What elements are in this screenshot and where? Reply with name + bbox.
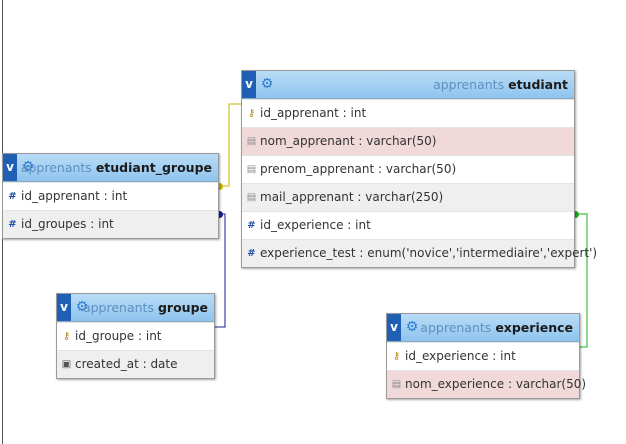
column-label: prenom_apprenant : varchar(50) (260, 162, 457, 176)
hash-icon: # (8, 219, 17, 230)
database-name: apprenants (420, 320, 492, 335)
column-label: nom_experience : varchar(50) (405, 377, 587, 391)
toggle-columns-button[interactable]: v (387, 314, 401, 341)
database-name: apprenants (20, 160, 92, 175)
column-label: nom_apprenant : varchar(50) (260, 134, 437, 148)
link-anchor-dot (572, 211, 579, 218)
toggle-columns-button[interactable]: v (3, 154, 17, 181)
column-label: mail_apprenant : varchar(250) (260, 190, 444, 204)
column-row[interactable]: # id_apprenant : int (3, 182, 218, 210)
table-name: groupe (157, 300, 208, 315)
column-row[interactable]: ▤ nom_experience : varchar(50) (387, 370, 586, 398)
index-icon: ▤ (391, 379, 402, 390)
column-row[interactable]: # experience_test : enum('novice','inter… (242, 239, 597, 267)
gear-icon[interactable]: ⚙ (405, 319, 419, 335)
column-row[interactable]: ▤ mail_apprenant : varchar(250) (242, 183, 574, 211)
table-name: etudiant (508, 77, 568, 92)
gear-icon[interactable]: ⚙ (75, 299, 89, 315)
hash-icon: # (247, 248, 256, 259)
column-row[interactable]: ▤ nom_apprenant : varchar(50) (242, 127, 574, 155)
link-etudiant-groupe-etudiant (218, 103, 241, 187)
link-anchor-dot (216, 211, 223, 218)
index-icon: ▤ (246, 192, 257, 203)
column-row[interactable]: ⚷ id_experience : int (387, 342, 579, 370)
column-label: id_experience : int (260, 218, 371, 232)
column-label: created_at : date (75, 357, 178, 371)
column-label: id_experience : int (405, 349, 516, 363)
primary-key-icon: ⚷ (247, 108, 256, 119)
calendar-icon: ▣ (61, 359, 72, 370)
column-label: id_apprenant : int (260, 106, 367, 120)
column-row[interactable]: ▣ created_at : date (57, 350, 214, 378)
toggle-columns-button[interactable]: v (57, 294, 71, 321)
link-experience-etudiant (574, 213, 588, 348)
column-label: id_apprenant : int (21, 189, 128, 203)
gear-icon[interactable]: ⚙ (21, 159, 35, 175)
table-name: experience (495, 320, 573, 335)
hash-icon: # (8, 191, 17, 202)
toggle-columns-button[interactable]: v (242, 71, 256, 98)
database-name: apprenants (433, 77, 505, 92)
database-name: apprenants (82, 300, 154, 315)
column-label: experience_test : enum('novice','interme… (260, 246, 598, 260)
primary-key-icon: ⚷ (392, 351, 401, 362)
column-row[interactable]: ⚷ id_groupe : int (57, 322, 214, 350)
index-icon: ▤ (246, 136, 257, 147)
column-row[interactable]: # id_experience : int (242, 211, 574, 239)
gear-icon[interactable]: ⚙ (260, 76, 274, 92)
primary-key-icon: ⚷ (62, 331, 71, 342)
column-row[interactable]: ▤ prenom_apprenant : varchar(50) (242, 155, 574, 183)
hash-icon: # (247, 220, 256, 231)
link-anchor-dot (216, 183, 223, 190)
column-label: id_groupe : int (75, 329, 162, 343)
column-row[interactable]: # id_groupes : int (3, 210, 218, 238)
column-row[interactable]: ⚷ id_apprenant : int (242, 99, 574, 127)
column-label: id_groupes : int (21, 217, 114, 231)
table-name: etudiant_groupe (95, 160, 212, 175)
index-icon: ▤ (246, 164, 257, 175)
